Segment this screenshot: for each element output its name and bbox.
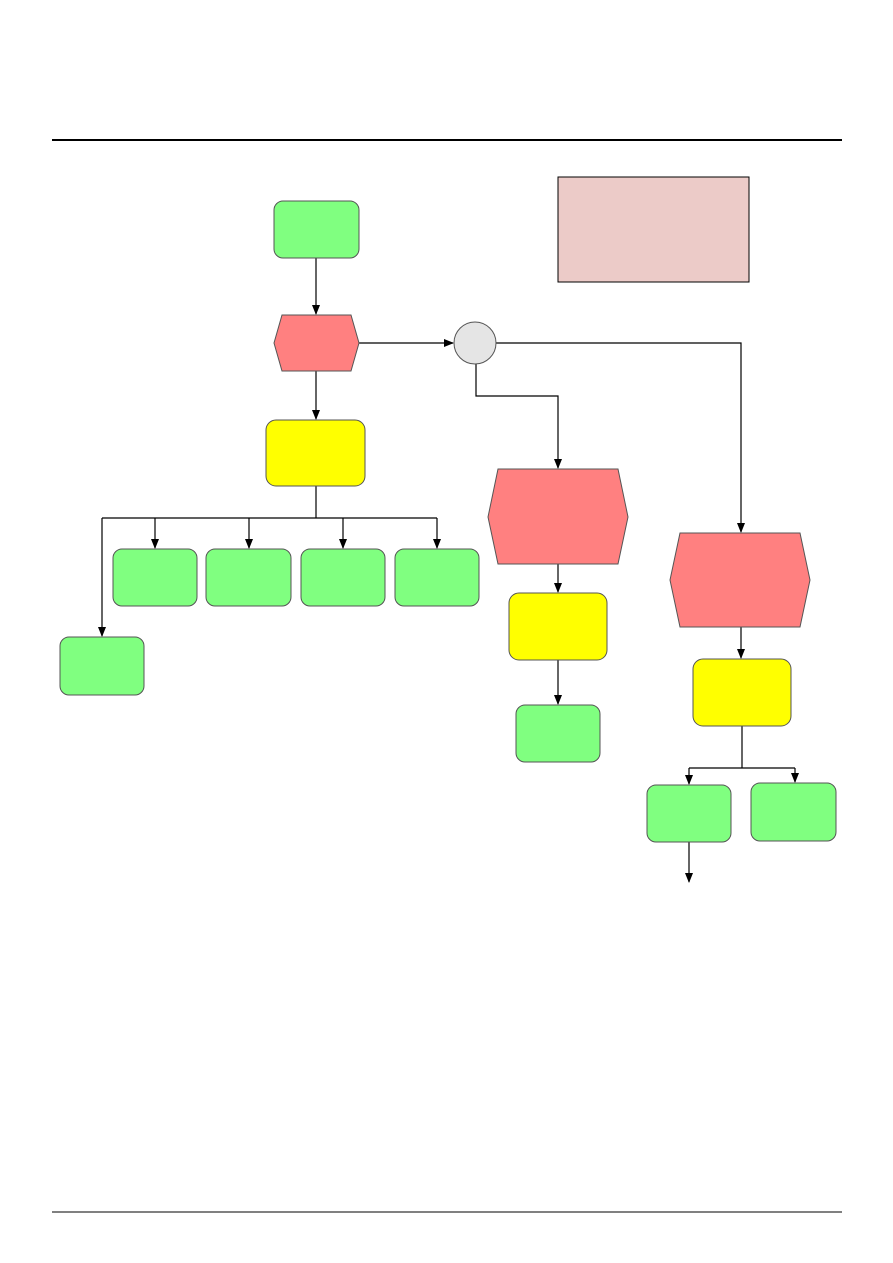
connector-junction-right	[496, 342, 745, 533]
event-branch-2[interactable]	[205, 548, 292, 607]
start-event[interactable]	[273, 200, 360, 259]
event-right-left[interactable]	[646, 784, 732, 843]
event-branch-left[interactable]	[59, 636, 145, 696]
junction-connector[interactable]	[453, 321, 497, 365]
event-branch-3[interactable]	[300, 548, 386, 607]
connector-function-split	[102, 486, 437, 519]
process-right[interactable]	[669, 532, 811, 628]
function-main[interactable]	[265, 419, 366, 487]
function-right[interactable]	[692, 658, 792, 727]
event-branch-4[interactable]	[394, 548, 480, 607]
note-box	[557, 176, 750, 283]
process-main[interactable]	[273, 314, 360, 372]
event-branch-1[interactable]	[112, 548, 198, 607]
event-right-right[interactable]	[750, 782, 837, 842]
process-middle[interactable]	[487, 468, 629, 565]
function-middle[interactable]	[508, 592, 608, 661]
connector-right-function-split	[689, 726, 795, 769]
connector-junction-down	[475, 364, 562, 469]
event-middle[interactable]	[515, 704, 601, 763]
